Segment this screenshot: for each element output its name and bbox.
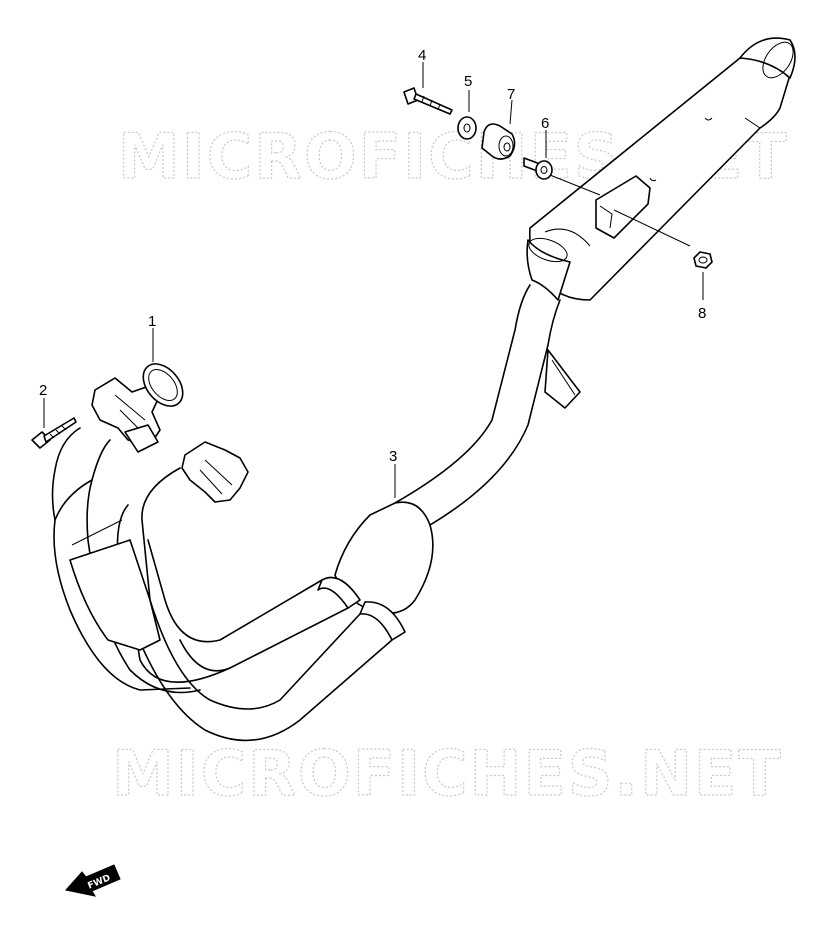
watermark-bottom: MICROFICHES.NET — [112, 737, 783, 810]
washer — [457, 90, 477, 140]
callout-3: 3 — [389, 448, 397, 465]
gasket-ring — [142, 328, 184, 407]
rubber-cushion — [481, 99, 516, 160]
callout-2: 2 — [39, 382, 47, 399]
callout-1: 1 — [148, 313, 156, 330]
flange-bolt — [31, 398, 77, 449]
exhaust-pipe-assembly — [51, 284, 561, 742]
callout-8: 8 — [698, 305, 706, 322]
flange-left — [91, 377, 161, 453]
forward-direction-badge: FWD — [65, 864, 121, 897]
callout-6: 6 — [541, 115, 549, 132]
callout-5: 5 — [464, 73, 472, 90]
flange-right — [181, 441, 249, 503]
muffler-nut — [693, 251, 713, 300]
collar — [523, 130, 553, 180]
muffler-bolt — [403, 62, 453, 115]
muffler — [526, 37, 796, 409]
callout-4: 4 — [418, 47, 426, 64]
callout-7: 7 — [507, 86, 515, 103]
